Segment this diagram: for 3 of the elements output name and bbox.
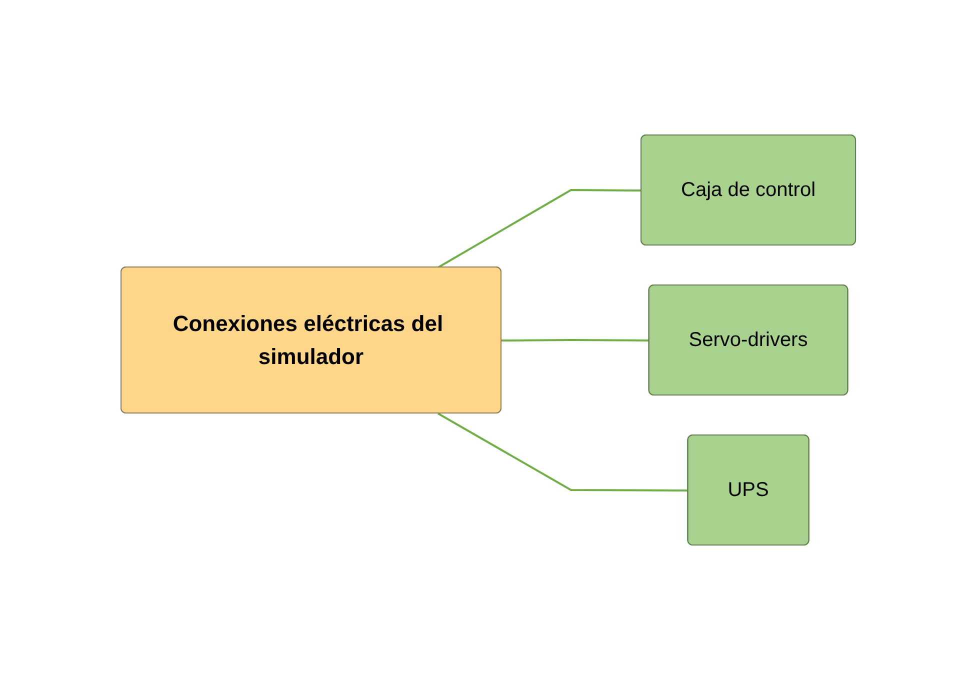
connector	[437, 189, 642, 268]
connector	[437, 412, 688, 492]
connector	[501, 339, 650, 342]
